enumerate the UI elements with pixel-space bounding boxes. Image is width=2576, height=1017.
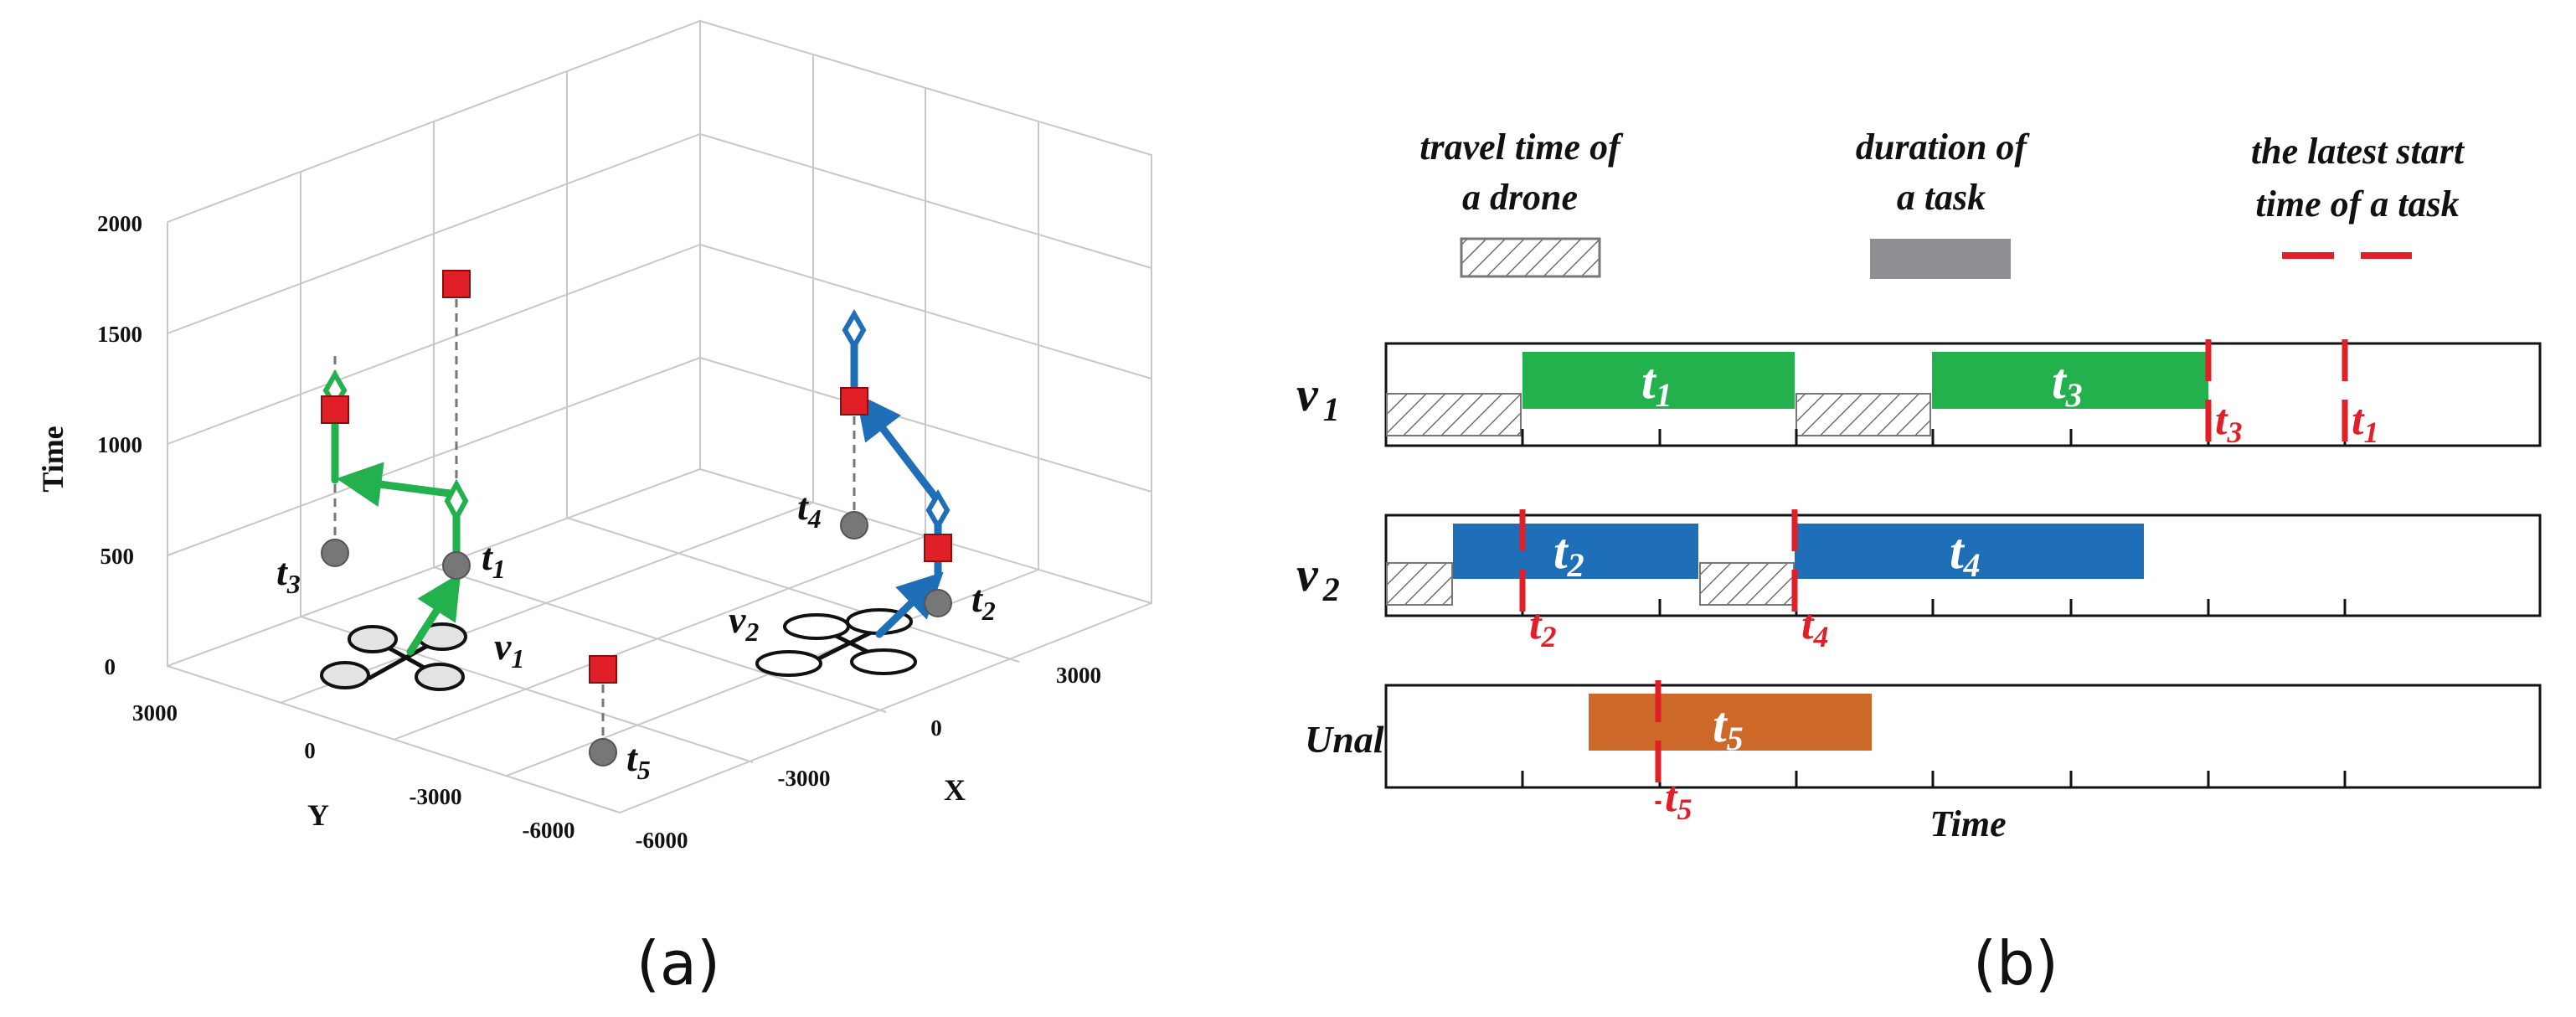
y-tick-label: 3000 — [132, 700, 178, 725]
deadline-t4-label: t4 — [1801, 601, 1828, 653]
drone-v1-label: v1 — [494, 625, 524, 674]
task-t4-bar-label: t4 — [1950, 524, 1981, 584]
legend-duration-swatch — [1870, 239, 2011, 279]
panel-b-schedule: travel time of a drone duration of a tas… — [1296, 126, 2542, 999]
y-tick-label: -6000 — [523, 818, 575, 843]
legend-duration-text: a task — [1897, 177, 1986, 218]
z-axis: 0 500 1000 1500 2000 Time — [36, 211, 142, 679]
row-unallocated-frame — [1384, 684, 2542, 789]
task-t1-bar — [1522, 352, 1795, 409]
y-axis-label: Y — [307, 798, 329, 832]
v2-travel-block — [1386, 562, 1453, 606]
z-tick-label: 1000 — [97, 432, 142, 457]
drone-v2-label: v2 — [729, 598, 759, 647]
x-tick-label: -3000 — [778, 766, 831, 791]
drone-v1-icon — [320, 622, 467, 691]
z-tick-label: 500 — [100, 544, 135, 569]
y-tick-label: -3000 — [410, 784, 462, 809]
deadline-t3-label: t3 — [2215, 396, 2242, 449]
panel-a-caption: (a) — [636, 928, 720, 999]
grid-back-wall — [167, 19, 1152, 813]
legend-duration-text: duration of — [1856, 126, 2031, 168]
x-tick-label: 0 — [930, 715, 942, 741]
legend-travel-text: a drone — [1462, 177, 1578, 218]
task-t5-label: t5 — [626, 736, 651, 785]
legend: travel time of a drone duration of a tas… — [1419, 126, 2465, 279]
x-tick-label: 3000 — [1056, 663, 1101, 688]
time-window-markers — [321, 270, 952, 684]
task-t3-label: t3 — [276, 550, 301, 599]
y-axis: 3000 0 -3000 -6000 Y — [132, 700, 575, 843]
task-t4-bar — [1795, 524, 2144, 579]
drone-v1-path — [331, 398, 461, 656]
task-t3-bar-label: t3 — [2052, 354, 2083, 414]
task-t5-bar-label: t5 — [1713, 697, 1744, 757]
task-t1-bar-label: t1 — [1641, 354, 1672, 414]
task-t4-label: t4 — [797, 485, 822, 534]
row-unallocated: Unallocated t5 t5 — [1305, 680, 2542, 826]
task-t2-bar-label: t2 — [1553, 524, 1584, 584]
x-axis: -6000 -3000 0 3000 X — [636, 663, 1102, 853]
x-axis-label: X — [944, 773, 966, 807]
v1-travel-block — [1795, 393, 1931, 436]
task-t5-bar — [1589, 694, 1872, 751]
deadline-t1-label: t1 — [2352, 396, 2378, 449]
y-tick-label: 0 — [304, 738, 316, 763]
deadline-t2-label: t2 — [1529, 601, 1556, 653]
legend-travel-swatch — [1460, 237, 1601, 278]
task-t2-bar — [1453, 524, 1698, 579]
panel-b-caption: (b) — [1973, 928, 2058, 999]
z-tick-label: 0 — [105, 654, 116, 679]
z-tick-label: 1500 — [97, 322, 142, 347]
v2-diamond-t2 — [925, 489, 951, 531]
v2-diamond-t4 — [842, 309, 867, 351]
panel-a-3d-plot: 0 500 1000 1500 2000 Time 3000 0 -3000 -… — [36, 19, 1152, 999]
z-axis-label: Time — [36, 426, 70, 492]
legend-latest-text: time of a task — [2255, 183, 2459, 225]
task-t3-bar — [1932, 352, 2208, 409]
v1-travel-block — [1386, 393, 1522, 436]
v1-diamond-t1 — [444, 478, 469, 524]
task-points — [321, 511, 952, 767]
task-t1-label: t1 — [482, 535, 506, 584]
v2-travel-block — [1699, 562, 1795, 606]
z-tick-label: 2000 — [97, 211, 142, 236]
time-axis-label: Time — [1929, 803, 2006, 844]
task-t2-label: t2 — [971, 577, 996, 626]
x-tick-label: -6000 — [636, 828, 688, 853]
legend-travel-text: travel time of — [1419, 126, 1624, 168]
legend-latest-text: the latest start — [2251, 131, 2465, 172]
deadline-t5-label: t5 — [1665, 773, 1692, 826]
